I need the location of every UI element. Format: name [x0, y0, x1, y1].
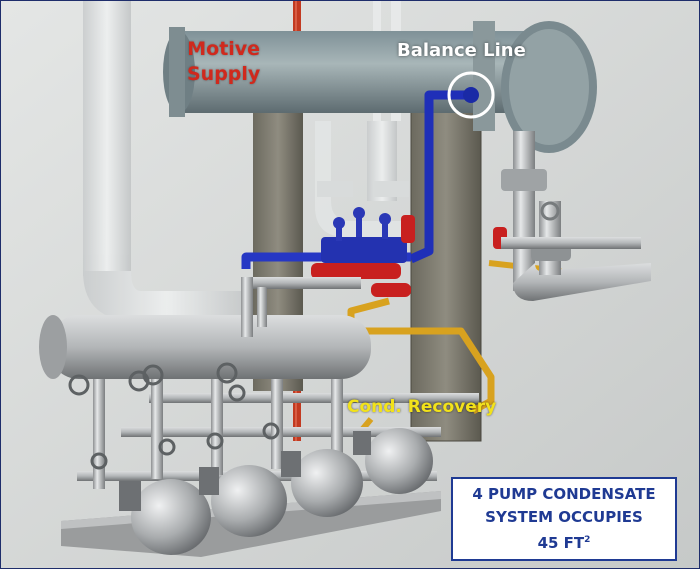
- system-footprint-callout: 4 PUMP CONDENSATE SYSTEM OCCUPIES 45 FT2: [451, 477, 677, 561]
- right-piping: [501, 131, 651, 301]
- cond-recovery-label: Cond. Recovery: [347, 397, 497, 417]
- motive-supply-label: Motive Supply: [187, 37, 260, 87]
- top-valves: [333, 207, 391, 241]
- callout-line3: 45 FT2: [538, 529, 591, 555]
- callout-area-value: 45 FT: [537, 534, 585, 552]
- background-piping: [83, 1, 421, 321]
- balance-line-label: Balance Line: [397, 40, 526, 61]
- left-receiver-vessel: [39, 315, 371, 379]
- pump-legs: [68, 362, 343, 489]
- callout-area-superscript: 2: [584, 535, 591, 545]
- motive-label-line1: Motive: [187, 38, 261, 60]
- callout-line2: SYSTEM OCCUPIES: [485, 508, 643, 526]
- balance-line-highlight: [447, 71, 495, 119]
- receiver-header: [163, 21, 597, 153]
- callout-line1: 4 PUMP CONDENSATE: [472, 485, 656, 503]
- pump-tanks: [119, 428, 433, 555]
- cond-recovery-pipe: [347, 297, 495, 415]
- motive-label-line2: Supply: [187, 63, 261, 85]
